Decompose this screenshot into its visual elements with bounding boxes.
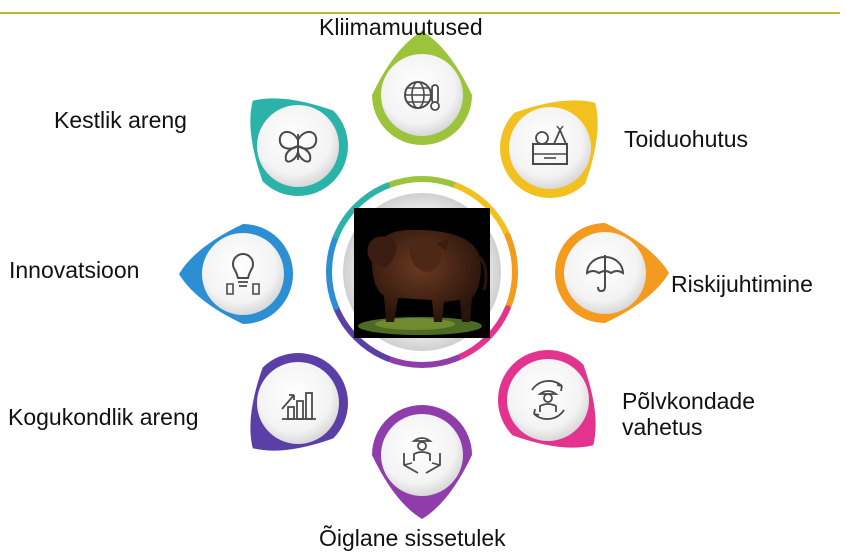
ring-segment-sustainable bbox=[333, 182, 391, 239]
node-risk bbox=[555, 223, 669, 323]
label-kogukondlik-areng: Kogukondlik areng bbox=[8, 404, 199, 430]
node-disc-innovation bbox=[202, 233, 284, 315]
node-food bbox=[500, 100, 598, 198]
central-ring bbox=[326, 176, 518, 368]
ring-segment-food bbox=[453, 182, 511, 239]
label-line-1: Põlvkondade bbox=[622, 388, 755, 414]
ring-segment-income bbox=[384, 355, 460, 368]
label-kestlik-areng: Kestlik areng bbox=[54, 107, 187, 133]
butterfly-icon bbox=[278, 131, 318, 163]
farmer-hands-icon bbox=[403, 437, 441, 474]
produce-crate-icon bbox=[532, 125, 568, 165]
label-line-2: vahetus bbox=[622, 414, 703, 440]
node-disc-income bbox=[381, 414, 463, 496]
label-kliimamuutused: Kliimamuutused bbox=[319, 14, 483, 40]
umbrella-icon bbox=[585, 255, 625, 293]
node-climate bbox=[372, 31, 472, 145]
node-innovation bbox=[179, 224, 293, 324]
label-toiduohutus: Toiduohutus bbox=[624, 126, 749, 152]
node-disc-generations bbox=[507, 359, 589, 441]
label-innovatsioon: Innovatsioon bbox=[9, 257, 140, 283]
node-disc-food bbox=[509, 107, 591, 189]
node-income bbox=[372, 405, 472, 519]
label-oiglane-sissetulek: Õiglane sissetulek bbox=[319, 525, 506, 551]
node-generations bbox=[498, 350, 596, 448]
label-riskijuhtimine: Riskijuhtimine bbox=[671, 271, 813, 297]
ring-segment-climate bbox=[384, 176, 460, 189]
growth-chart-icon bbox=[281, 392, 316, 420]
globe-thermometer-icon bbox=[404, 81, 440, 111]
node-sustainable bbox=[250, 98, 348, 196]
label-polvkondade-vahetus: Põlvkondade vahetus bbox=[622, 388, 755, 440]
ring-segment-innovation bbox=[326, 232, 340, 310]
node-disc-community bbox=[257, 362, 339, 444]
cow-photo bbox=[354, 208, 490, 338]
node-community bbox=[250, 353, 348, 451]
ring-segment-risk bbox=[504, 232, 518, 312]
ring-segment-generations bbox=[453, 305, 511, 362]
lightbulb-icon bbox=[226, 253, 260, 295]
farmer-cycle-icon bbox=[531, 380, 565, 420]
